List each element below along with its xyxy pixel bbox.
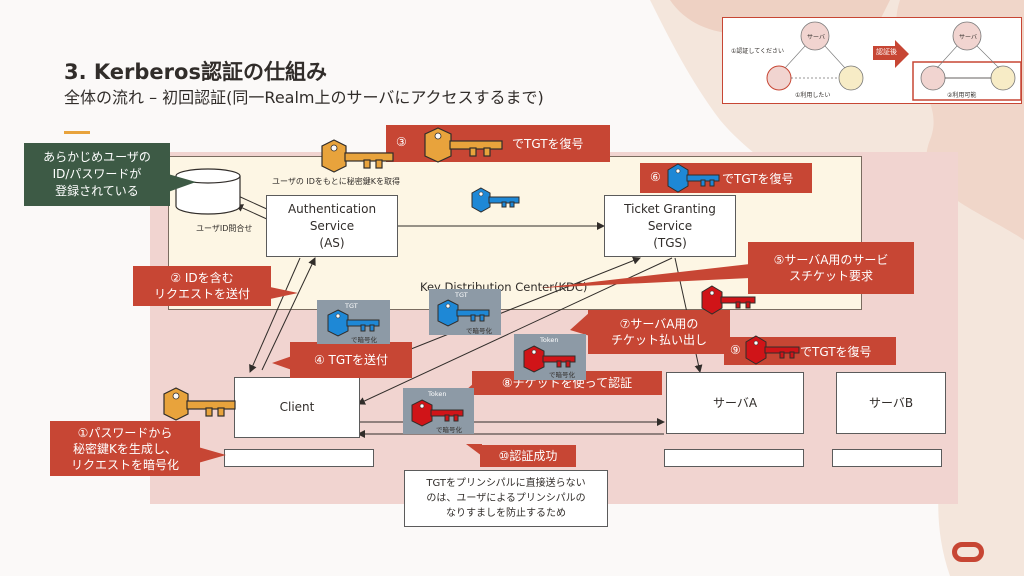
callout-registered: あらかじめユーザの ID/パスワードが 登録されている: [24, 143, 170, 206]
thumbnail-auth-done: 認証後: [873, 46, 900, 58]
callout-step3-number: ③: [396, 135, 407, 149]
thumbnail-diagram: [766, 21, 1022, 101]
blue-key-icon: [667, 163, 720, 193]
blue-key-icon: [471, 187, 520, 213]
tgt-token-label-2: TGT: [455, 291, 468, 299]
oracle-logo: [952, 542, 984, 562]
red-key-icon: [523, 345, 576, 373]
thumbnail-server-label-1: サーバ: [807, 34, 825, 41]
callout-step2-pointer: [270, 287, 298, 299]
service-token-enc-2: で暗号化: [436, 426, 462, 434]
client-key-bar: [224, 449, 374, 467]
server-a-box: サーバA: [666, 372, 804, 434]
callout-step10: ⑩認証成功: [480, 445, 576, 467]
authentication-service-box: Authentication Service (AS): [266, 195, 398, 257]
thumbnail-want-use: ①利用したい: [795, 92, 831, 99]
thumbnail-auth-request: ①認証してください: [731, 48, 785, 55]
server-b-key-bar: [832, 449, 942, 467]
server-a-key-bar: [664, 449, 804, 467]
thumbnail-can-use: ②利用可能: [947, 92, 977, 99]
callout-step4: ④ TGTを送付: [290, 342, 412, 378]
callout-step5: ⑤サーバA用のサービ スチケット要求: [748, 242, 914, 294]
red-key-icon: [411, 399, 464, 427]
callout-step1: ①パスワードから 秘密鍵Kを生成し、 リクエストを暗号化: [50, 421, 200, 476]
callout-step7: ⑦サーバA用の チケット払い出し: [588, 310, 730, 354]
callout-step8: ⑧チケットを使って認証: [472, 371, 662, 395]
callout-step10-pointer: [466, 444, 482, 456]
gold-key-icon: [321, 139, 394, 173]
blue-key-icon: [437, 299, 490, 327]
accent-line: [64, 131, 90, 134]
callout-step9-text: でTGTを復号: [800, 345, 872, 359]
blue-key-icon: [327, 309, 380, 337]
gold-key-icon: [424, 127, 503, 163]
red-key-icon: [745, 335, 800, 365]
db-query-label: ユーザID問合せ: [196, 224, 253, 233]
tgt-token-enc-2: で暗号化: [466, 327, 492, 335]
callout-step1-pointer: [198, 447, 226, 463]
service-token-enc-1: で暗号化: [549, 371, 575, 379]
client-box: Client: [234, 377, 360, 438]
database-icon: [175, 168, 241, 215]
tgt-token-label-1: TGT: [345, 302, 358, 310]
gold-key-icon: [163, 387, 236, 421]
overview-thumbnail: サーバ サーバ ①認証してください 認証後 ①利用したい ②利用可能: [722, 17, 1022, 104]
callout-registered-pointer: [168, 174, 196, 192]
callout-step2: ② IDを含む リクエストを送付: [133, 266, 271, 306]
service-token-label-1: Token: [540, 336, 559, 344]
ticket-granting-service-box: Ticket Granting Service (TGS): [604, 195, 736, 257]
page-title: 3. Kerberos認証の仕組み: [64, 60, 327, 84]
callout-step3-text: でTGTを復号: [512, 137, 584, 151]
red-key-icon: [701, 285, 756, 315]
callout-step7-pointer: [570, 312, 590, 336]
db-note: ユーザの IDをもとに秘密鍵Kを取得: [272, 177, 400, 186]
server-b-box: サーバB: [836, 372, 946, 434]
tgt-note: TGTをプリンシパルに直接送らない のは、ユーザによるプリンシパルの なりすまし…: [404, 470, 608, 527]
thumbnail-server-label-2: サーバ: [959, 34, 977, 41]
callout-step9-number: ⑨: [730, 343, 741, 357]
callout-step4-pointer: [272, 356, 292, 370]
tgt-token-enc-1: で暗号化: [351, 336, 377, 344]
callout-step5-pointer: [540, 264, 750, 288]
callout-step6-text: でTGTを復号: [722, 172, 794, 186]
service-token-label-2: Token: [428, 390, 447, 398]
callout-step6-number: ⑥: [650, 170, 661, 184]
page-subtitle: 全体の流れ – 初回認証(同一Realm上のサーバにアクセスするまで): [64, 88, 544, 107]
